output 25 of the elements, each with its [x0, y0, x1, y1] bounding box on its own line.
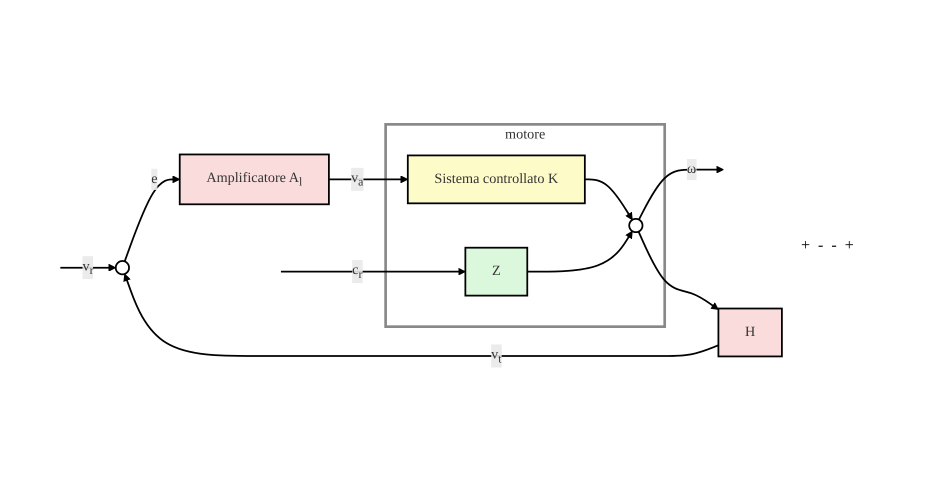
arrow — [124, 174, 180, 262]
edge-label: c$_{r}$ — [352, 262, 362, 280]
arrow — [60, 263, 116, 272]
arrow — [123, 273, 719, 356]
arrow — [280, 267, 466, 276]
edge-label: ω — [686, 161, 696, 176]
sign-label: - — [818, 236, 824, 254]
edge-label: e — [151, 170, 158, 186]
arrow — [584, 178, 633, 220]
node-box: H — [718, 307, 783, 357]
arrow — [527, 230, 633, 272]
edge-label: v$_{t}$ — [491, 346, 502, 364]
sign-label: + — [801, 236, 810, 254]
edge-label: v$_{a}$ — [351, 170, 364, 188]
node-box: Amplificatore A$_{l}$ — [178, 153, 330, 205]
edge-label: v$_{r}$ — [82, 258, 94, 276]
sign-label: + — [844, 236, 854, 254]
node-circle — [114, 260, 130, 275]
node-circle — [628, 217, 644, 233]
arrow — [328, 174, 408, 183]
node-box: Sistema controllato K — [406, 154, 586, 204]
arrow — [638, 165, 724, 220]
node-box: Z — [464, 246, 528, 296]
sign-label: - — [831, 236, 837, 254]
arrow — [638, 230, 719, 310]
